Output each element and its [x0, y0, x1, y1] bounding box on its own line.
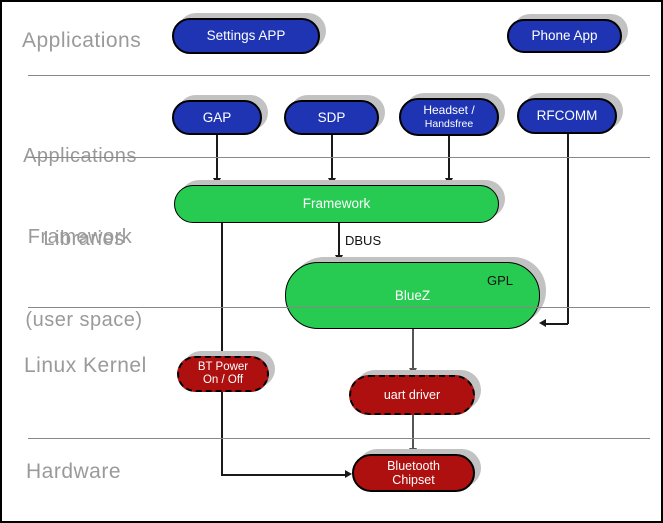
layer-label-line: Libraries [43, 228, 125, 250]
node-label: Framework [302, 196, 371, 212]
node-label: Chipset [392, 473, 435, 487]
layer-label-libraries: Libraries (user space) [10, 172, 158, 388]
layer-label-line: (user space) [25, 309, 143, 331]
arrow-framework-to-bluez [338, 222, 340, 256]
arrow-headset-to-framework [448, 136, 450, 180]
layer-label-applications-framework: Applications Framework [14, 89, 146, 305]
node-bluetooth-chipset: Bluetooth Chipset [352, 454, 475, 492]
layer-label-line: Applications [23, 145, 137, 167]
arrow-framework-to-chipset-vertical [221, 222, 223, 476]
node-phone-app: Phone App [507, 19, 622, 53]
node-uart-driver: uart driver [349, 375, 475, 415]
arrowhead-down-icon [335, 255, 343, 262]
node-label: Headset / [423, 103, 475, 118]
arrowhead-down-icon [409, 368, 417, 375]
node-rfcomm: RFCOMM [517, 98, 617, 134]
layer-label-linux-kernel: Linux Kernel [24, 354, 147, 377]
arrowhead-down-icon [328, 178, 336, 185]
node-label: RFCOMM [536, 108, 598, 124]
node-label: Bluetooth [387, 458, 440, 473]
node-label: Phone App [531, 28, 598, 44]
layer-divider [28, 157, 650, 158]
node-bluez: BlueZ GPL [285, 262, 540, 329]
node-label: Settings APP [206, 28, 286, 44]
node-bt-power: BT Power On / Off [177, 356, 269, 392]
node-label: BT Power [197, 360, 249, 373]
arrow-uart-to-chipset [412, 415, 414, 448]
arrowhead-left-icon [539, 319, 546, 327]
edge-label-dbus: DBUS [345, 233, 382, 248]
node-label: SDP [317, 109, 346, 125]
node-label: BlueZ [394, 287, 431, 303]
node-label: GAP [202, 109, 232, 125]
arrow-framework-to-chipset-horizontal [221, 474, 346, 476]
arrowhead-right-icon [345, 470, 352, 478]
layer-divider [28, 438, 650, 439]
node-sdp: SDP [284, 100, 379, 135]
layer-divider [28, 307, 650, 308]
arrow-bluez-to-uart [412, 329, 414, 368]
node-label: Handsfree [424, 117, 474, 130]
node-framework: Framework [174, 185, 499, 223]
node-label: On / Off [202, 374, 244, 386]
arrowhead-down-icon [445, 178, 453, 185]
arrowhead-down-icon [213, 178, 221, 185]
layer-divider [28, 75, 650, 76]
layer-label-hardware: Hardware [26, 460, 122, 483]
arrow-rfcomm-to-bluez-horizontal [543, 323, 568, 325]
layer-label-line: Framework [27, 226, 133, 248]
layer-label-applications: Applications [22, 29, 142, 52]
node-label: uart driver [383, 387, 441, 402]
node-settings-app: Settings APP [172, 18, 320, 54]
gpl-badge: GPL [486, 273, 513, 288]
node-gap: GAP [172, 100, 262, 135]
arrow-rfcomm-to-bluez-vertical [567, 134, 569, 324]
arrowhead-down-icon [409, 448, 417, 455]
node-headset-handsfree: Headset / Handsfree [399, 98, 499, 136]
